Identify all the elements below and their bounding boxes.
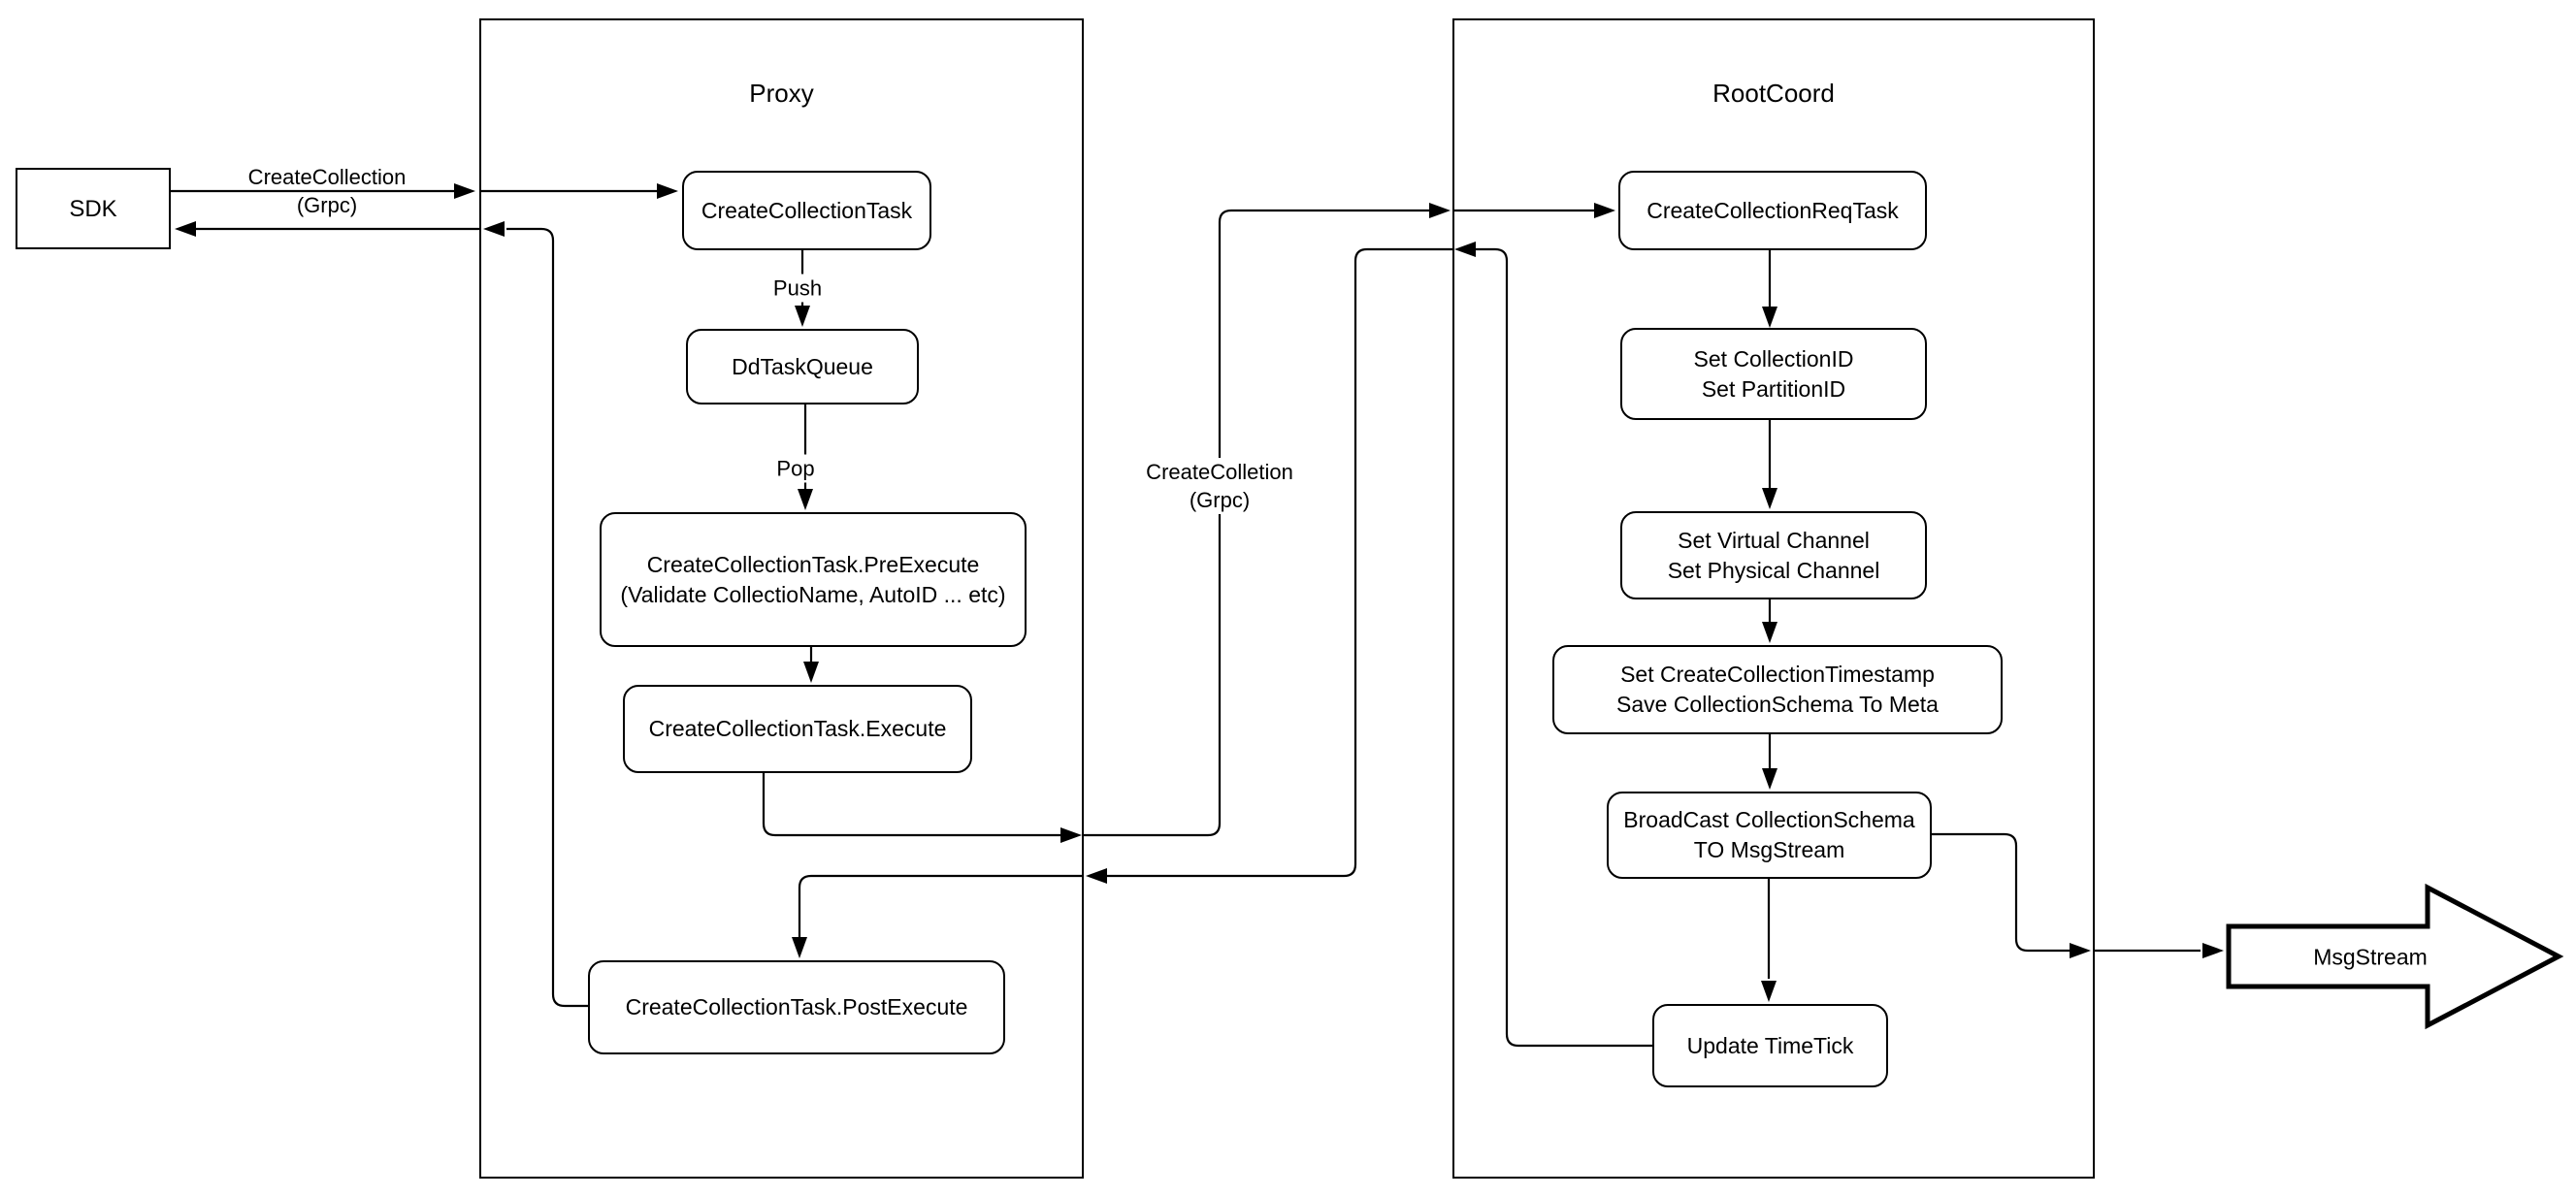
node-sdk: SDK <box>16 168 171 249</box>
edge-label-proxy-to-root-line2: (Grpc) <box>1189 488 1251 512</box>
edge-label-sdk-request-line1: CreateCollection <box>247 165 407 189</box>
node-dd-task-queue-label: DdTaskQueue <box>732 353 873 379</box>
node-create-collection-task-label: CreateCollectionTask <box>701 197 913 223</box>
rootcoord-container: RootCoord <box>1452 18 2095 1179</box>
node-pre-execute-line1: CreateCollectionTask.PreExecute <box>646 551 980 577</box>
node-create-collection-task: CreateCollectionTask <box>682 171 931 250</box>
edge-exec-out <box>762 773 1062 837</box>
msgstream-label: MsgStream <box>2313 944 2428 970</box>
edge-timetick-out <box>1476 247 1652 1048</box>
node-broadcast-line2: TO MsgStream <box>1693 837 1845 862</box>
node-set-channels-line2: Set Physical Channel <box>1667 557 1880 583</box>
node-update-timetick: Update TimeTick <box>1652 1004 1888 1087</box>
proxy-container: Proxy <box>479 18 1084 1179</box>
msgstream-block-arrow <box>2226 883 2564 1030</box>
node-req-task: CreateCollectionReqTask <box>1618 171 1927 250</box>
edge-broadcast-out <box>1932 832 2070 953</box>
node-pre-execute: CreateCollectionTask.PreExecute (Validat… <box>600 512 1027 647</box>
node-post-execute-label: CreateCollectionTask.PostExecute <box>625 994 968 1019</box>
edge-label-proxy-to-root-line1: CreateColletion <box>1146 460 1293 484</box>
edge-label-proxy-to-root: CreateColletion (Grpc) <box>1140 458 1299 514</box>
node-post-execute: CreateCollectionTask.PostExecute <box>588 960 1005 1054</box>
node-req-task-label: CreateCollectionReqTask <box>1647 197 1899 223</box>
edge-label-sdk-request-line2: (Grpc) <box>296 193 358 217</box>
node-set-ids-line2: Set PartitionID <box>1701 375 1846 402</box>
node-broadcast-line1: BroadCast CollectionSchema <box>1623 807 1915 832</box>
edge-label-pop: Pop <box>770 454 821 483</box>
node-set-timestamp-line2: Save CollectionSchema To Meta <box>1616 692 1939 717</box>
node-set-channels-line1: Set Virtual Channel <box>1678 527 1870 553</box>
arrowheads <box>175 183 2224 1002</box>
edge-label-push: Push <box>766 274 829 303</box>
node-update-timetick-label: Update TimeTick <box>1686 1032 1854 1058</box>
node-execute-label: CreateCollectionTask.Execute <box>648 716 947 741</box>
rootcoord-title: RootCoord <box>1712 79 1835 108</box>
edge-response-to-postexec <box>798 874 1084 939</box>
node-set-ids: Set CollectionID Set PartitionID <box>1620 328 1927 420</box>
node-execute: CreateCollectionTask.Execute <box>623 685 972 773</box>
edge-label-sdk-request: CreateCollection (Grpc) <box>248 163 407 219</box>
edge-proxy-to-root <box>1084 209 1431 837</box>
edge-postexec-out <box>506 227 588 1008</box>
node-set-timestamp-line1: Set CreateCollectionTimestamp <box>1620 662 1935 687</box>
node-dd-task-queue: DdTaskQueue <box>686 329 919 404</box>
edge-root-to-proxy-response <box>1107 247 1452 878</box>
node-sdk-label: SDK <box>69 195 117 222</box>
node-set-channels: Set Virtual Channel Set Physical Channel <box>1620 511 1927 599</box>
node-broadcast: BroadCast CollectionSchema TO MsgStream <box>1607 792 1932 879</box>
node-set-ids-line1: Set CollectionID <box>1693 345 1854 372</box>
node-set-timestamp: Set CreateCollectionTimestamp Save Colle… <box>1552 645 2003 734</box>
node-pre-execute-line2: (Validate CollectioName, AutoID ... etc) <box>620 581 1006 607</box>
proxy-title: Proxy <box>749 79 814 108</box>
